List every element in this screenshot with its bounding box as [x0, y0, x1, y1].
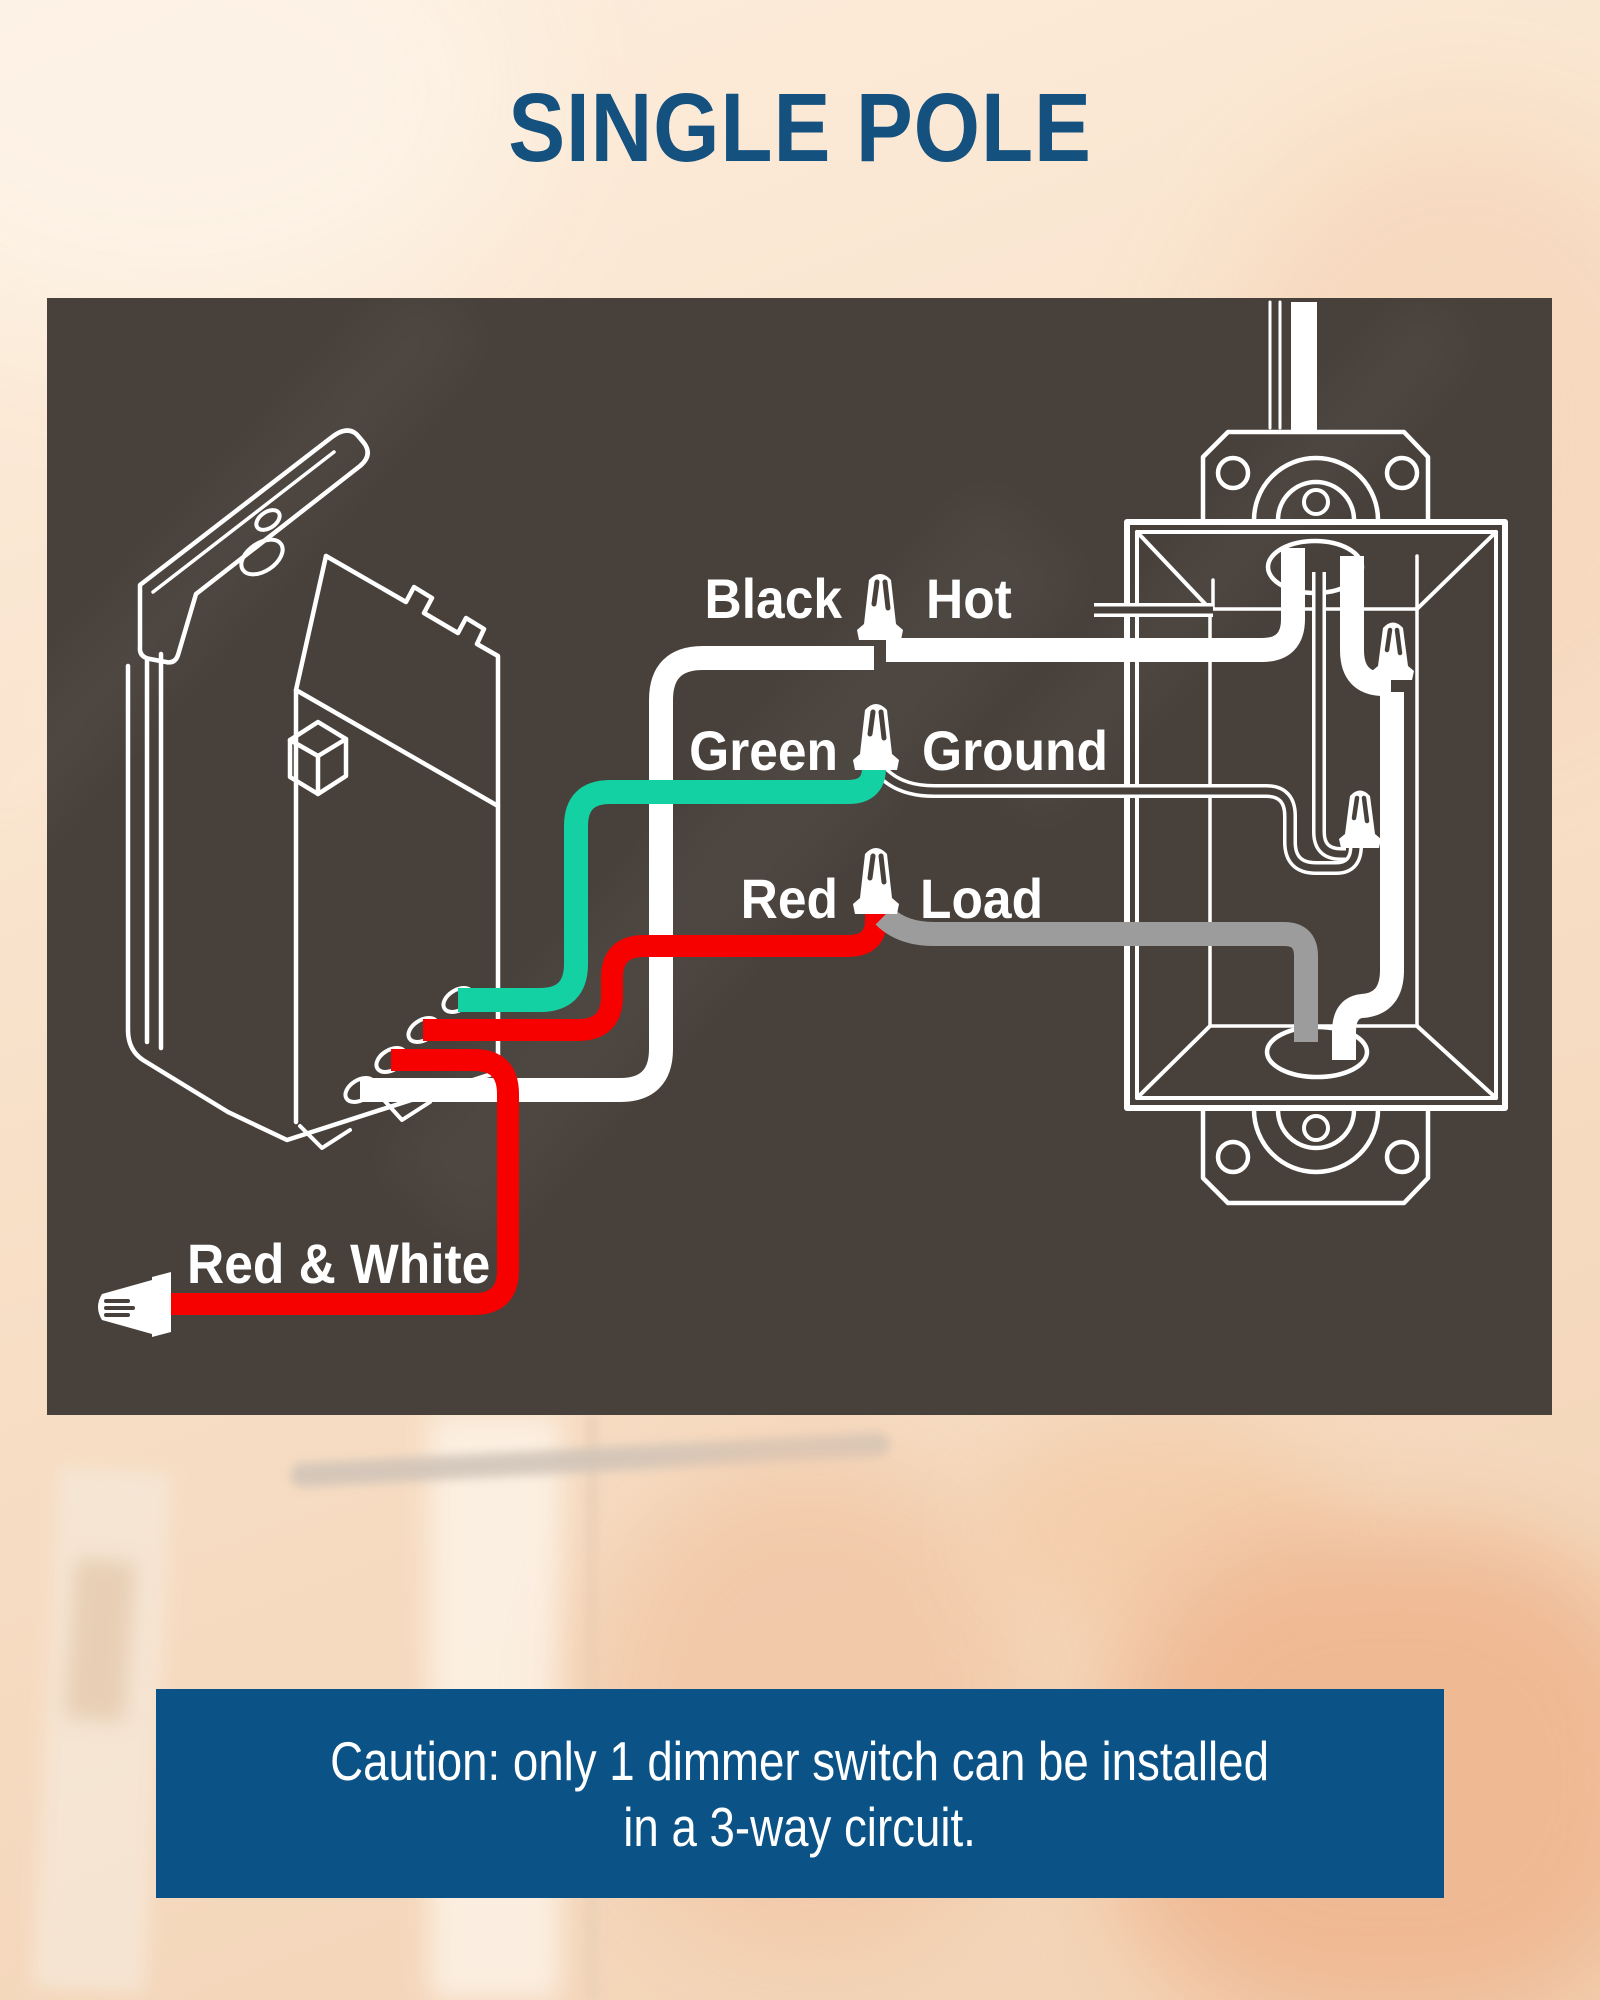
switch-foot	[380, 1096, 432, 1122]
bracket-screw-hole	[1384, 1139, 1420, 1175]
plate-hole	[239, 537, 285, 577]
box-funnel	[1415, 1024, 1498, 1100]
green-wire	[458, 760, 886, 1012]
wire-nut-icon	[1372, 622, 1414, 680]
bracket-center-hole	[1302, 1114, 1330, 1142]
box-top-bracket	[1200, 429, 1431, 524]
caution-line-2: in a 3-way circuit.	[623, 1795, 977, 1858]
black-wire-from-switch	[360, 646, 874, 1102]
label-red: Red	[741, 868, 838, 930]
page-title: SINGLE POLE	[508, 73, 1092, 182]
box-funnel	[1135, 1024, 1212, 1100]
box-wire-to-nut	[1340, 556, 1391, 696]
mounting-plate-inner	[151, 450, 336, 594]
box-bottom-bracket	[1200, 1106, 1431, 1206]
label-load: Load	[920, 868, 1043, 930]
box-funnel	[1415, 530, 1498, 611]
label-ground: Ground	[922, 720, 1108, 782]
load-wire	[875, 907, 1318, 1042]
switch-body-left-edge	[293, 553, 329, 1125]
box-neutral-down	[1332, 692, 1404, 1060]
box-funnel	[1135, 530, 1212, 611]
cable-ground-hollow-core	[1315, 572, 1346, 858]
switch-knob	[315, 736, 349, 797]
wire-nut-icon	[1339, 790, 1381, 848]
photo-wrist	[980, 1420, 1340, 1640]
wall-box-drawing	[1124, 300, 1508, 1206]
switch-body-top-edge	[323, 553, 501, 1075]
hot-wire	[886, 548, 1305, 662]
cable-connector-icon	[98, 1272, 171, 1337]
wire-nut-icon	[853, 704, 899, 770]
red-white-wire	[166, 1049, 519, 1315]
bracket-arch	[1275, 1107, 1357, 1151]
bracket-arch	[1275, 479, 1357, 523]
label-green: Green	[689, 720, 838, 782]
switch-body-near-edge	[293, 687, 501, 809]
bracket-screw-hole	[1384, 455, 1420, 491]
bracket-center-hole	[1302, 488, 1330, 516]
label-black: Black	[705, 568, 843, 630]
switch-knob	[287, 737, 321, 797]
wire-nut-icon	[857, 574, 903, 640]
red-wire	[423, 908, 887, 1041]
caution-line-1: Caution: only 1 dimmer switch can be ins…	[330, 1729, 1270, 1792]
switch-knob	[287, 719, 349, 759]
photo-switch	[64, 1558, 136, 1722]
cable-strand	[1268, 300, 1282, 430]
bracket-screw-hole	[1215, 455, 1251, 491]
photo-screwdriver	[289, 1432, 891, 1488]
faceplate-edge	[125, 663, 231, 1115]
photo-switch-plate	[32, 1467, 172, 1993]
wire-nut-icon	[853, 848, 899, 914]
box-outer	[1124, 519, 1508, 1111]
ground-wire-hollow-core	[879, 769, 1360, 872]
wires	[166, 302, 1404, 1315]
diagram-panel: Black Hot Green Ground Red Load Red & Wh…	[47, 298, 1552, 1415]
wiring-diagram: Black Hot Green Ground Red Load Red & Wh…	[98, 300, 1508, 1337]
wire-labels: Black Hot Green Ground Red Load Red & Wh…	[187, 568, 1108, 1295]
label-hot: Hot	[926, 568, 1012, 630]
bracket-screw-hole	[1215, 1139, 1251, 1175]
bracket-arch	[1251, 1107, 1381, 1175]
plate-hole	[254, 508, 282, 532]
mounting-plate	[137, 428, 370, 665]
caution-text: Caution: only 1 dimmer switch can be ins…	[331, 1728, 1270, 1860]
wire-nuts	[98, 574, 1414, 1337]
ground-wire-hollow	[876, 766, 1363, 875]
caution-banner: Caution: only 1 dimmer switch can be ins…	[156, 1689, 1444, 1898]
box-inner	[1135, 530, 1498, 1100]
bracket-arch	[1251, 455, 1381, 523]
switch-foot	[298, 1124, 352, 1150]
label-red-white: Red & White	[187, 1233, 490, 1295]
